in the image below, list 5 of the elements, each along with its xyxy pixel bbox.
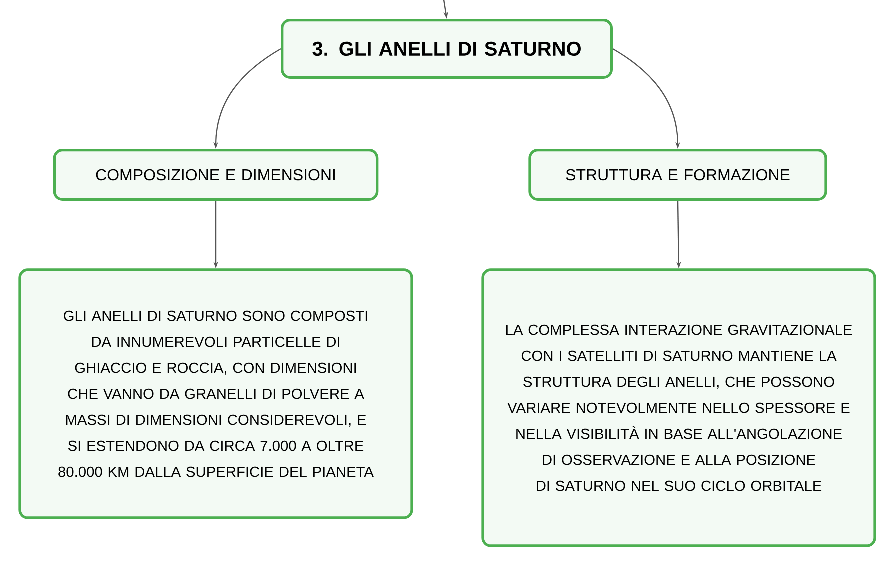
topic-box: COMPOSIZIONE E DIMENSIONI [53, 149, 379, 201]
title-box: 3. GLI ANELLI DI SATURNO [281, 19, 613, 79]
description-box: GLI ANELLI DI SATURNO SONO COMPOSTI DA INNUMEREVOLI PARTICELLE DI GHIACCIO E ROCCIA, CON DIMENSIONI CHE VANNO DA GRANELLI DI POLVERE A MASSI DI DIMENSIONI CONSIDEREVOLI, E SI ESTENDONO DA CIRCA 7.000 A OLTRE 80.000 KM DALLA SUPERFICIE DEL PIANETA [18, 268, 414, 520]
topic-box: STRUTTURA E FORMAZIONE [528, 149, 828, 201]
description-box: LA COMPLESSA INTERAZIONE GRAVITAZIONALE CON I SATELLITI DI SATURNO MANTIENE LA STRUTTURA DEGLI ANELLI, CHE POSSONO VARIARE NOTEVOLMENTE NELLO SPESSORE E NELLA VISIBILITÀ IN BASE ALL'ANGOLAZIONE DI OSSERVAZIONE E ALLA POSIZIONE DI SATURNO NEL SUO CICLO ORBITALE [482, 268, 876, 548]
